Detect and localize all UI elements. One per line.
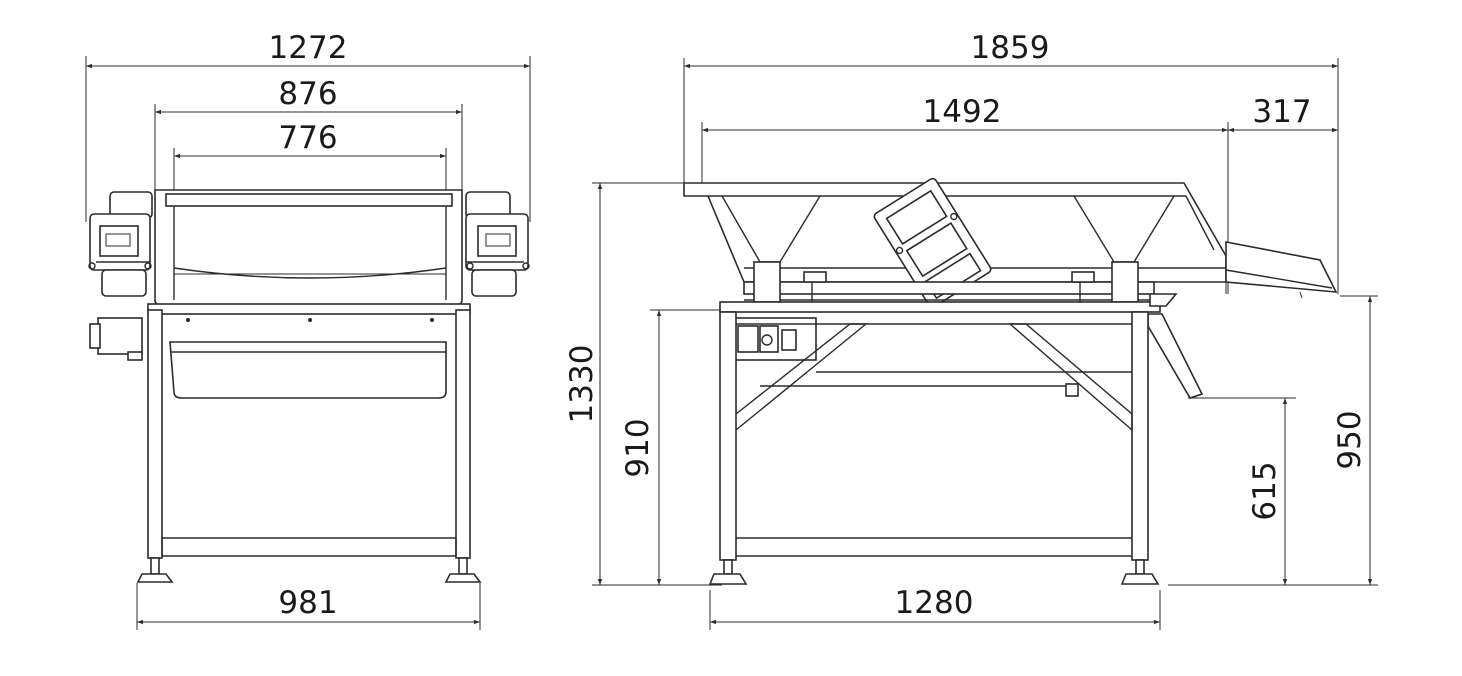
dim-label-1280: 1280 (895, 585, 974, 621)
front-left-motor (88, 191, 153, 297)
side-dim-1492: 1492 (702, 94, 1228, 133)
front-frame (136, 309, 482, 583)
dim-label-615: 615 (1247, 461, 1283, 520)
side-chute (1147, 313, 1204, 399)
dim-label-1330: 1330 (564, 345, 600, 424)
front-view: 1272 876 776 981 (85, 30, 531, 630)
front-dim-981: 981 (137, 585, 480, 625)
front-dim-876: 876 (155, 76, 462, 115)
dim-label-1272: 1272 (269, 30, 348, 66)
dim-label-776: 776 (278, 120, 337, 156)
side-dim-1859: 1859 (684, 30, 1338, 69)
front-lower-pan (169, 341, 447, 399)
dim-label-1492: 1492 (923, 94, 1002, 130)
side-dim-615: 615 (1247, 398, 1288, 585)
side-frame (708, 311, 1160, 585)
dim-label-876: 876 (278, 76, 337, 112)
side-hopper (683, 182, 1338, 299)
side-dim-910: 910 (620, 310, 662, 585)
dim-label-981: 981 (278, 585, 337, 621)
side-dim-317: 317 (1228, 94, 1338, 133)
front-deck (147, 303, 471, 322)
side-dim-1330: 1330 (564, 183, 603, 585)
side-base (719, 261, 1178, 313)
side-dim-950: 950 (1332, 296, 1373, 585)
front-extension-lines (85, 56, 531, 630)
dim-label-950: 950 (1332, 410, 1368, 469)
side-extension-lines (592, 58, 1378, 630)
side-dim-1280: 1280 (710, 585, 1160, 625)
dim-label-910: 910 (620, 418, 656, 477)
front-dim-1272: 1272 (86, 30, 530, 69)
dim-label-1859: 1859 (971, 30, 1050, 66)
side-motor (873, 177, 992, 308)
front-right-motor (465, 191, 530, 297)
side-view: 1859 1492 317 1280 1330 910 615 9 (564, 30, 1378, 630)
front-control-box (89, 317, 143, 361)
dim-label-317: 317 (1252, 94, 1311, 130)
front-hopper (154, 189, 463, 306)
front-dim-776: 776 (174, 120, 446, 159)
